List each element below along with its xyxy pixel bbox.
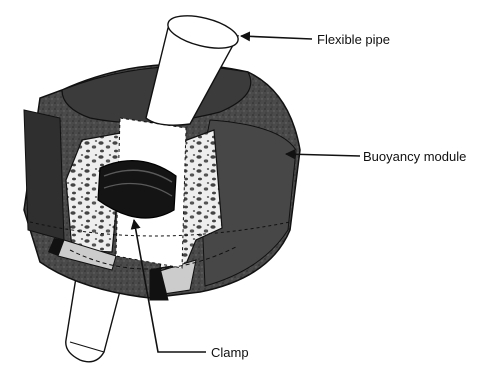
- buoyancy-module-label: Buoyancy module: [363, 149, 466, 164]
- flexible-pipe-arrow: [241, 36, 312, 39]
- flexible-pipe-label: Flexible pipe: [317, 32, 390, 47]
- clamp-label: Clamp: [211, 345, 249, 360]
